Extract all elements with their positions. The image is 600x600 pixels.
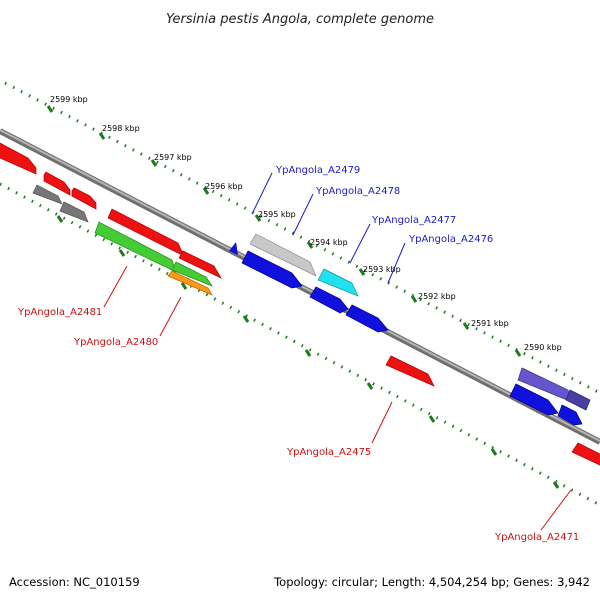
- forward-label-lines: [251, 172, 406, 284]
- topology-summary: Topology: circular; Length: 4,504,254 bp…: [273, 575, 590, 589]
- gene-arrow[interactable]: [509, 383, 559, 416]
- reverse-label-lines: [103, 265, 572, 531]
- gene-features: [0, 142, 600, 466]
- gene-arrow[interactable]: [309, 286, 349, 314]
- gene-arrow[interactable]: [571, 442, 600, 466]
- scale-label: 2595 kbp: [258, 210, 296, 219]
- gene-arrow[interactable]: [71, 187, 97, 210]
- gene-label-reverse[interactable]: YpAngola_A2481: [17, 307, 102, 318]
- gene-arrow[interactable]: [229, 242, 238, 255]
- gene-arrow[interactable]: [565, 389, 591, 411]
- gene-arrow[interactable]: [345, 304, 389, 333]
- gene-arrow[interactable]: [385, 355, 435, 387]
- major-ticks: [46, 105, 560, 489]
- gene-label-reverse[interactable]: YpAngola_A2480: [73, 337, 158, 348]
- gene-arrow[interactable]: [0, 142, 37, 175]
- scale-label: 2597 kbp: [154, 153, 192, 162]
- gene-arrow[interactable]: [94, 221, 177, 273]
- gene-arrow[interactable]: [32, 184, 63, 205]
- gene-label-reverse[interactable]: YpAngola_A2475: [286, 447, 371, 458]
- accession-text: Accession: NC_010159: [9, 575, 140, 589]
- gene-label-forward[interactable]: YpAngola_A2476: [408, 234, 493, 245]
- scale-label: 2594 kbp: [310, 238, 348, 247]
- gene-arrow[interactable]: [317, 268, 359, 297]
- gene-arrow[interactable]: [171, 261, 213, 287]
- gene-arrow[interactable]: [59, 201, 89, 223]
- scale-labels: 2599 kbp 2598 kbp 2597 kbp 2596 kbp 2595…: [50, 95, 562, 352]
- gene-label-forward[interactable]: YpAngola_A2477: [371, 215, 456, 226]
- gene-arrow[interactable]: [43, 171, 71, 196]
- scale-label: 2592 kbp: [418, 292, 456, 301]
- scale-label: 2596 kbp: [205, 182, 243, 191]
- gene-labels: YpAngola_A2479 YpAngola_A2478 YpAngola_A…: [17, 165, 579, 543]
- gene-arrow[interactable]: [249, 233, 317, 277]
- gene-arrow[interactable]: [557, 404, 583, 426]
- gene-label-reverse[interactable]: YpAngola_A2471: [494, 532, 579, 543]
- outer-tick-track: [4, 81, 599, 394]
- scale-label: 2599 kbp: [50, 95, 88, 104]
- gene-label-forward[interactable]: YpAngola_A2479: [275, 165, 360, 176]
- gene-label-forward[interactable]: YpAngola_A2478: [315, 186, 400, 197]
- map-title: Yersinia pestis Angola, complete genome: [166, 12, 434, 27]
- scale-label: 2598 kbp: [102, 124, 140, 133]
- inner-tick-track: [0, 182, 600, 507]
- scale-label: 2593 kbp: [363, 265, 401, 274]
- scale-label: 2591 kbp: [471, 319, 509, 328]
- scale-label: 2590 kbp: [524, 343, 562, 352]
- gene-arrow[interactable]: [178, 250, 222, 279]
- gene-arrow[interactable]: [241, 250, 303, 289]
- gene-arrow[interactable]: [167, 270, 213, 296]
